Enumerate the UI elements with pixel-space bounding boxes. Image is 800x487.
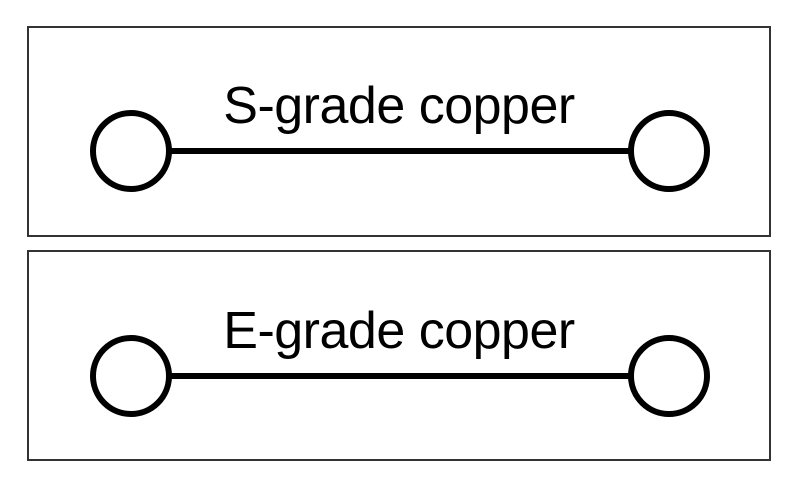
e-grade-panel: E-grade copper: [27, 250, 771, 461]
e-grade-wire-diagram: [90, 335, 710, 417]
right-terminal-icon: [628, 335, 710, 417]
right-terminal-icon: [628, 110, 710, 192]
s-grade-panel: S-grade copper: [27, 26, 771, 237]
s-grade-wire-diagram: [90, 110, 710, 192]
left-terminal-icon: [90, 335, 172, 417]
s-grade-label: S-grade copper: [223, 77, 575, 135]
left-terminal-icon: [90, 110, 172, 192]
e-grade-label: E-grade copper: [223, 302, 575, 360]
